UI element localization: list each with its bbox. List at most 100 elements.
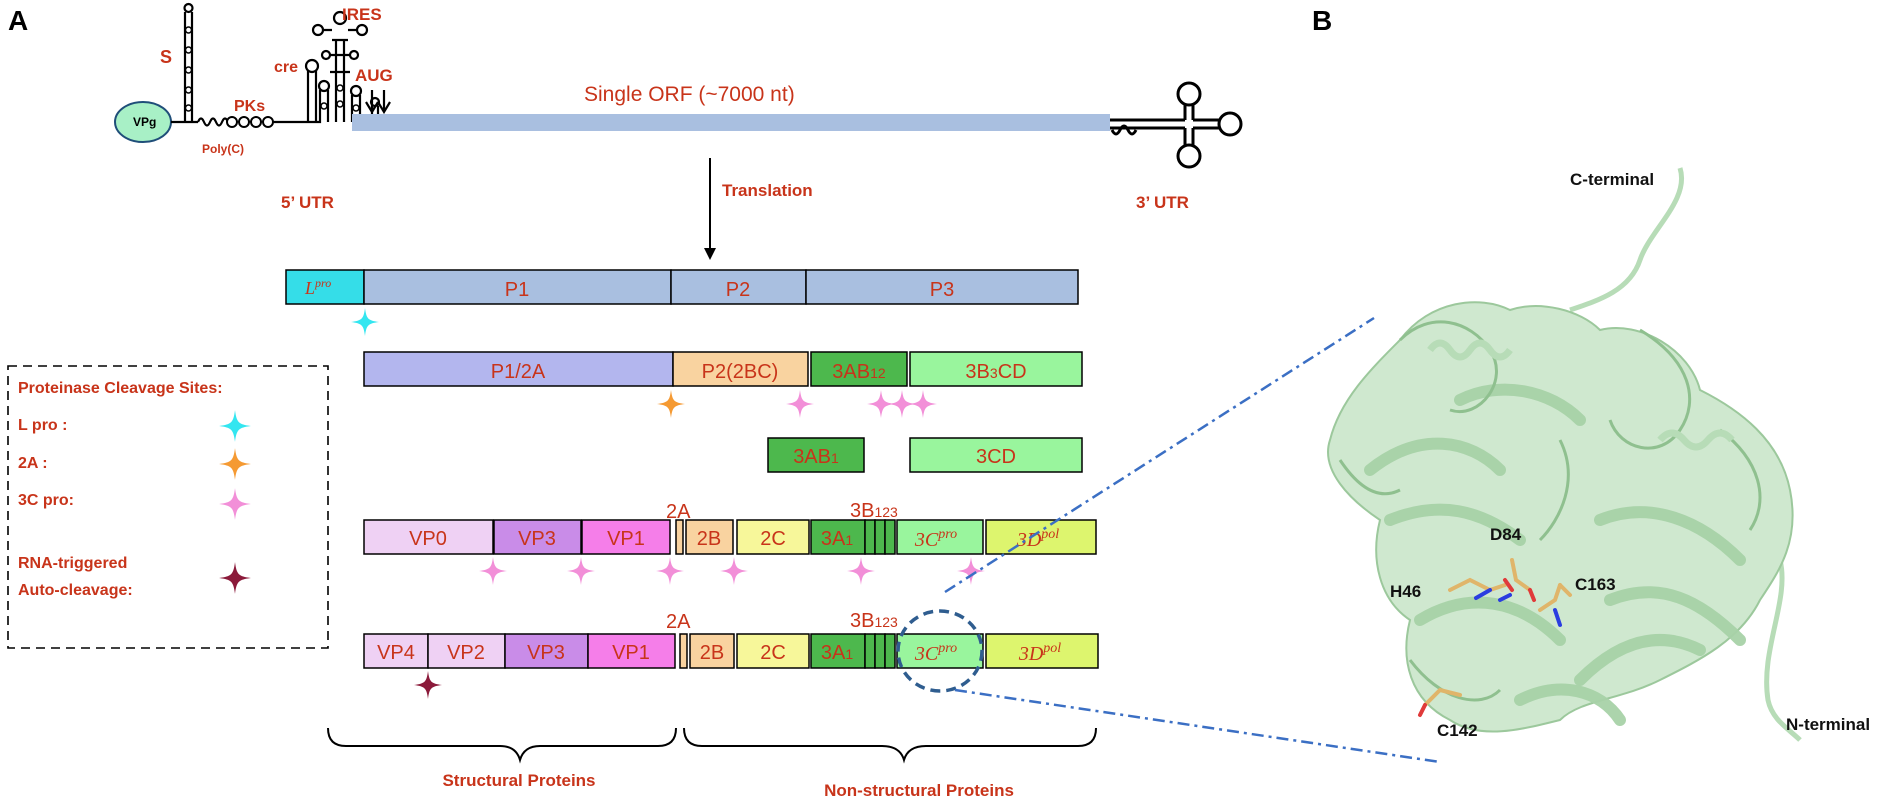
2b-label: 2B	[700, 642, 724, 664]
3c-cleavage-star	[909, 390, 937, 418]
p2-label: P2	[726, 279, 750, 301]
orf-label: Single ORF (~7000 nt)	[584, 83, 795, 106]
helices	[1427, 339, 1735, 451]
genome-schematic	[114, 2, 391, 143]
segment-vp1	[587, 633, 676, 669]
segment-p3	[805, 269, 1079, 305]
ires-label: IRES	[342, 5, 382, 24]
3c-cleavage-star	[656, 557, 684, 585]
vp3-label: VP3	[527, 642, 565, 664]
segment-2b	[685, 519, 734, 555]
2b-label: 2B	[697, 528, 721, 550]
c-terminal-tail	[1569, 167, 1685, 313]
legend-lpro-star	[219, 410, 251, 442]
utr3-label: 3’ UTR	[1136, 193, 1189, 212]
3dpol-label: 3Dpol	[1018, 641, 1061, 665]
n-terminal-label: N-terminal	[1786, 715, 1870, 734]
structural-brace	[327, 727, 677, 764]
zoom-line-bottom	[954, 688, 1441, 764]
3c-cleavage-star	[847, 557, 875, 585]
orf-bar	[352, 114, 1110, 131]
segment-3a1	[810, 633, 866, 669]
row4-3b-label: 3B123	[850, 500, 898, 522]
residue-c142: C142	[1437, 721, 1478, 740]
p2-2bc-label: P2(2BC)	[702, 361, 779, 383]
legend-2a-label: 2A :	[18, 455, 48, 472]
s-label: S	[160, 47, 172, 67]
vpg-label: VPg	[133, 115, 156, 129]
vp2-label: VP2	[447, 642, 485, 664]
3cd-label: 3CD	[976, 446, 1016, 468]
p1-label: P1	[505, 279, 529, 301]
vp1-label: VP1	[607, 528, 645, 550]
segment-2a	[675, 519, 684, 555]
structure-surface	[1327, 301, 1794, 733]
legend-2a-star	[219, 448, 251, 480]
polyprotein-row-5	[363, 633, 1099, 669]
2c-label: 2C	[760, 528, 786, 550]
legend-3cpro-star	[219, 488, 251, 520]
segment-vp3	[493, 519, 582, 555]
aug-label: AUG	[355, 66, 393, 85]
segment-3cd	[909, 437, 1083, 473]
protein-structure	[944, 167, 1802, 764]
aug-arrow-1	[365, 90, 379, 115]
legend-rna-line1: RNA-triggered	[18, 555, 127, 572]
segment-2b	[689, 633, 735, 669]
row5-2a-label: 2A	[666, 611, 691, 633]
auto-cleavage-star	[414, 671, 442, 699]
cre-stem	[306, 70, 318, 122]
structural-proteins-label: Structural Proteins	[442, 771, 595, 790]
nonstructural-brace	[683, 727, 1097, 764]
segment-3dpol	[985, 519, 1097, 555]
3cpro-label: 3Cpro	[914, 527, 957, 551]
polyprotein-row-2	[363, 351, 1083, 387]
aug-arrow-2	[377, 90, 391, 115]
vp4-label: VP4	[377, 642, 415, 664]
3a1-label: 3A1	[821, 528, 853, 550]
segment-3b3cd	[909, 351, 1083, 387]
zoom-line-top	[944, 316, 1375, 594]
legend-rna-star	[219, 562, 251, 594]
p3-label: P3	[930, 279, 954, 301]
polyprotein-row-3	[767, 437, 1083, 473]
n-terminal-tail	[1764, 559, 1802, 742]
3b3cd-label: 3B3CD	[965, 361, 1026, 383]
p1-2a-label: P1/2A	[491, 361, 546, 383]
vp0-label: VP0	[409, 528, 447, 550]
c-terminal-label: C-terminal	[1570, 170, 1654, 189]
beta-strands	[1364, 383, 1746, 726]
cre-label: cre	[274, 59, 298, 76]
translation-label: Translation	[722, 181, 813, 200]
segment-2c	[736, 633, 810, 669]
segment-p2	[670, 269, 807, 305]
segment-3ab12	[810, 351, 908, 387]
panel-label-b: B	[1312, 5, 1332, 36]
polyprotein-row-1	[285, 269, 1079, 305]
vp3-label: VP3	[518, 528, 556, 550]
panel-label-a: A	[8, 5, 28, 36]
row4-2a-label: 2A	[666, 501, 691, 523]
segment-p1	[363, 269, 672, 305]
segment-2c	[736, 519, 810, 555]
2a-cleavage-star	[657, 390, 685, 418]
residue-h46: H46	[1390, 582, 1421, 601]
3c-cleavage-star	[479, 557, 507, 585]
pks-label: PKs	[234, 98, 265, 115]
segment-2a	[679, 633, 688, 669]
segment-p1-2a	[363, 351, 674, 387]
active-site-residues	[1418, 558, 1572, 717]
segment-vp2	[427, 633, 506, 669]
segment-vp1	[581, 519, 671, 555]
legend-rna-line2: Auto-cleavage:	[18, 582, 133, 599]
segment-3ab1	[767, 437, 865, 473]
3c-cleavage-star	[786, 390, 814, 418]
polyc-label: Poly(C)	[202, 142, 244, 156]
3cpro-label: 3Cpro	[914, 641, 957, 665]
3cpro-highlight-circle	[896, 609, 984, 693]
legend-lpro-label: L pro :	[18, 417, 67, 434]
row5-3b-label: 3B123	[850, 610, 898, 632]
polyc-squiggle	[196, 117, 230, 127]
segment-vp3	[504, 633, 589, 669]
